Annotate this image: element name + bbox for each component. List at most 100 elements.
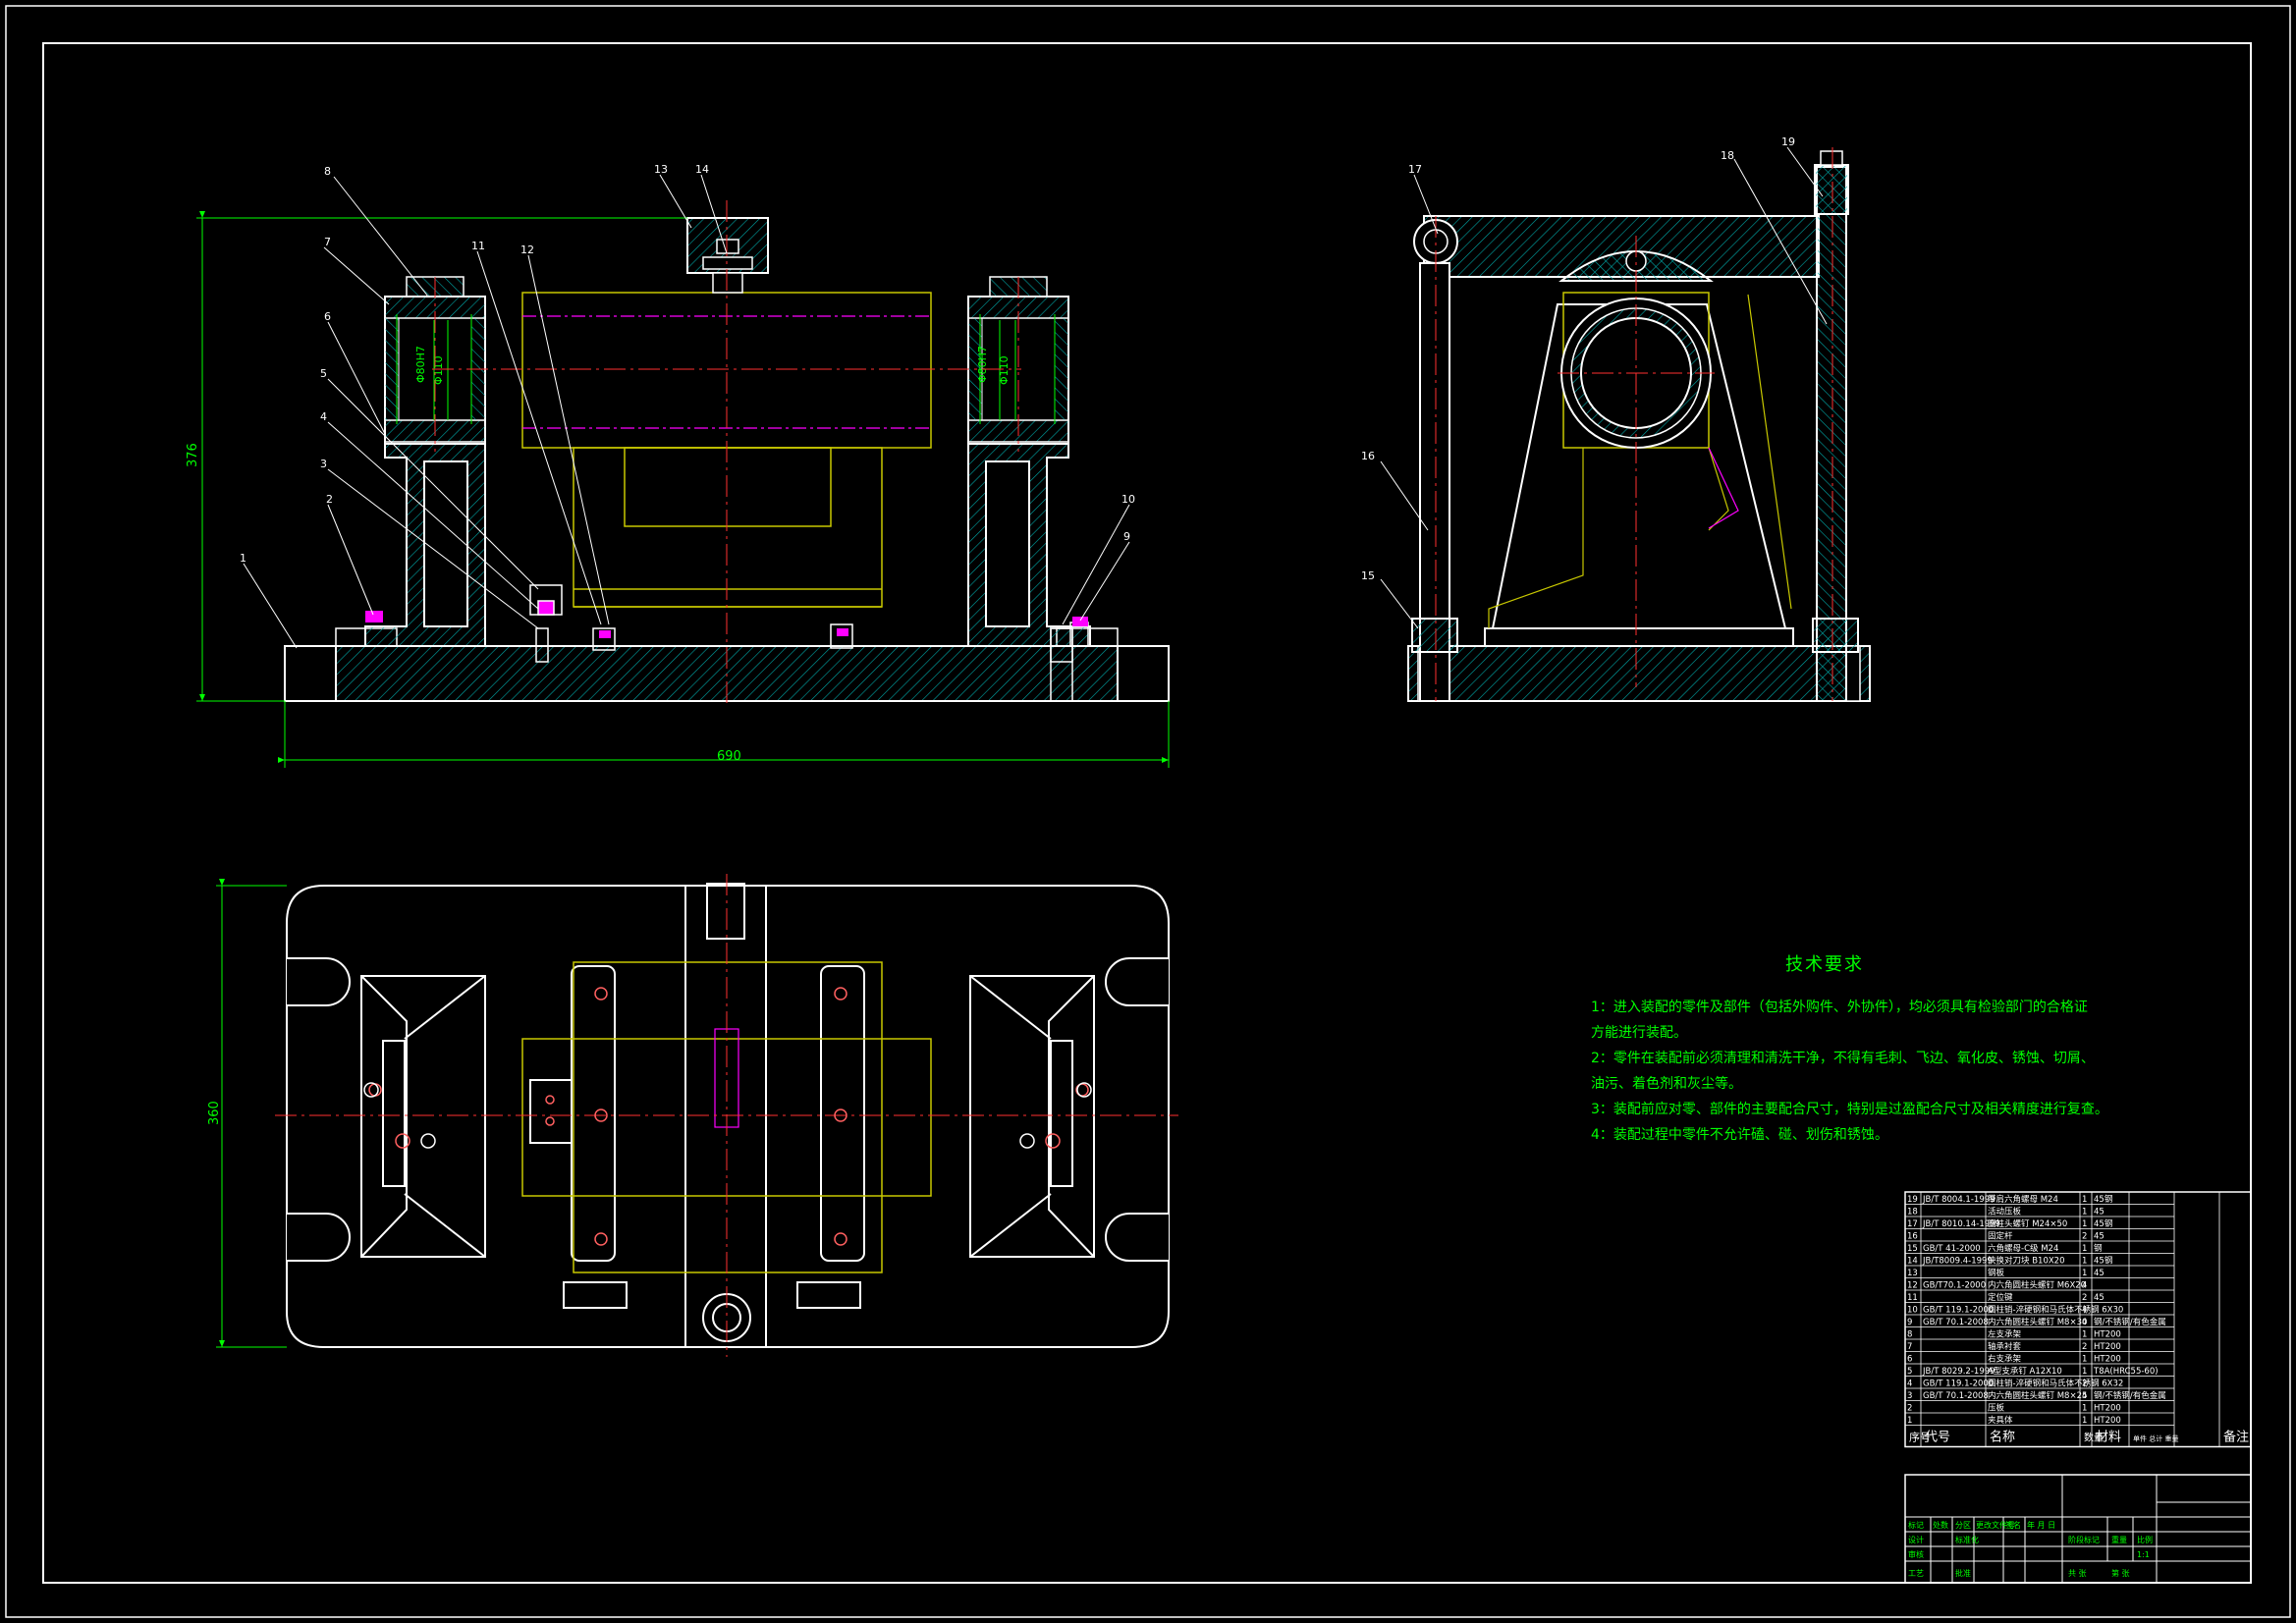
tech-line-1: 1：进入装配的零件及部件（包括外购件、外协件），均必须具有检验部门的合格证 <box>1591 1000 2088 1015</box>
tb-standard: 标准化 <box>1955 1535 1979 1544</box>
bom-cell-qty: 2 <box>2082 1380 2087 1389</box>
tb-date: 年 月 日 <box>2027 1520 2055 1530</box>
bom-cell-code: GB/T 119.1-2000 <box>1923 1306 1994 1316</box>
bom-cell-name: 快换对刀块 B10X20 <box>1988 1256 2065 1267</box>
bom-cell-no: 12 <box>1907 1281 1918 1291</box>
balloon-18: 18 <box>1721 149 1734 162</box>
bom-cell-qty: 1 <box>2082 1195 2087 1205</box>
bom-cell-material: 45钢 <box>2094 1194 2112 1205</box>
bom-cell-name: 六角螺母-C级 M24 <box>1988 1243 2058 1254</box>
bom-header-remark: 备注 <box>2223 1430 2249 1445</box>
tb-process: 工艺 <box>1908 1569 1924 1578</box>
tb-sheets: 共 张 <box>2068 1569 2087 1578</box>
bom-cell-qty: 4 <box>2082 1306 2087 1316</box>
bom-cell-name: 圆柱销-淬硬钢和马氏体不锈钢 6X30 <box>1988 1305 2123 1316</box>
tech-line-3: 2：零件在装配前必须清理和清洗干净，不得有毛刺、飞边、氧化皮、锈蚀、切屑、 <box>1591 1050 2095 1066</box>
tech-line-5: 3：装配前应对零、部件的主要配合尺寸，特别是过盈配合尺寸及相关精度进行复查。 <box>1591 1101 2108 1117</box>
bom-cell-no: 5 <box>1907 1367 1912 1377</box>
bom-cell-no: 1 <box>1907 1416 1912 1426</box>
bom-header-qty: 数量 <box>2084 1432 2104 1444</box>
bom-cell-qty: 1 <box>2082 1404 2087 1414</box>
balloon-16: 16 <box>1361 450 1375 462</box>
bom-cell-no: 16 <box>1907 1232 1918 1242</box>
bom-cell-code: JB/T8009.4-1999 <box>1922 1257 1993 1267</box>
bom-cell-material: HT200 <box>2094 1330 2121 1340</box>
balloon-4: 4 <box>320 410 327 423</box>
bom-cell-name: 钢板 <box>1988 1268 2005 1278</box>
balloon-14: 14 <box>695 163 709 176</box>
bom-cell-no: 13 <box>1907 1269 1918 1278</box>
bom-cell-qty: 1 <box>2082 1219 2087 1229</box>
bom-cell-code: JB/T 8010.14-1999 <box>1922 1219 2000 1229</box>
bom-cell-material: T8A(HRC55-60) <box>2093 1367 2159 1377</box>
bom-cell-name: 左支承架 <box>1988 1329 2022 1340</box>
bom-cell-material: 45 <box>2094 1293 2105 1303</box>
balloon-9: 9 <box>1123 530 1130 543</box>
bom-cell-name: 圆柱销-淬硬钢和马氏体不锈钢 6X32 <box>1988 1379 2123 1389</box>
tb-count: 处数 <box>1933 1520 1948 1530</box>
tb-approve: 批准 <box>1955 1568 1971 1578</box>
dim-height-360: 360 <box>207 1101 222 1125</box>
bom-cell-no: 19 <box>1907 1195 1918 1205</box>
bom-cell-qty: 4 <box>2082 1391 2087 1401</box>
tb-scale: 1:1 <box>2137 1550 2150 1559</box>
balloon-19: 19 <box>1781 135 1795 148</box>
bom-cell-qty: 1 <box>2082 1416 2087 1426</box>
bom-cell-code: JB/T 8029.2-1999 <box>1922 1367 1995 1377</box>
inner-frame <box>42 42 2252 1584</box>
balloon-5: 5 <box>320 367 327 380</box>
balloon-1: 1 <box>240 552 246 565</box>
bom-cell-no: 17 <box>1907 1219 1918 1229</box>
bom-cell-no: 9 <box>1907 1318 1912 1327</box>
bom-cell-name: 内六角圆柱头螺钉 M8×25 <box>1988 1390 2087 1401</box>
bom-cell-qty: 1 <box>2082 1208 2087 1217</box>
bom-header-no: 序号 <box>1909 1431 1931 1444</box>
bom-cell-code: JB/T 8004.1-1999 <box>1922 1195 1995 1205</box>
bom-header-code: 代号 <box>1925 1431 1950 1445</box>
tech-line-6: 4：装配过程中零件不允许磕、碰、划伤和锈蚀。 <box>1591 1127 1888 1143</box>
bom-cell-qty: 1 <box>2082 1269 2087 1278</box>
balloon-13: 13 <box>654 163 668 176</box>
balloon-12: 12 <box>520 243 534 256</box>
bom-cell-no: 10 <box>1907 1306 1918 1316</box>
tech-line-4: 油污、着色剂和灰尘等。 <box>1591 1075 1742 1092</box>
bom-header-weight: 单件 总计 重量 <box>2133 1434 2178 1443</box>
bom-cell-name: 夹具体 <box>1988 1415 2013 1426</box>
bom-cell-material: 钢 <box>2094 1243 2103 1254</box>
bom-cell-no: 6 <box>1907 1355 1912 1365</box>
bom-cell-material: HT200 <box>2094 1404 2121 1414</box>
bom-cell-material: 45钢 <box>2094 1256 2112 1267</box>
bom-cell-no: 15 <box>1907 1244 1918 1254</box>
dim-bore-right-1: Φ80H7 <box>976 346 989 383</box>
bom-cell-no: 11 <box>1907 1293 1918 1303</box>
bom-cell-no: 2 <box>1907 1404 1912 1414</box>
balloon-7: 7 <box>324 236 331 248</box>
tech-line-2: 方能进行装配。 <box>1591 1025 1687 1041</box>
tb-scale-label: 比例 <box>2137 1535 2153 1544</box>
bom-cell-name: A型支承钉 A12X10 <box>1988 1366 2062 1377</box>
bom-cell-no: 3 <box>1907 1391 1912 1401</box>
outer-frame <box>5 5 2291 1618</box>
bom-cell-code: GB/T 70.1-2008 <box>1923 1318 1989 1327</box>
bom-header-material: 材料 <box>2096 1431 2121 1445</box>
balloon-15: 15 <box>1361 569 1375 582</box>
tb-design: 设计 <box>1908 1535 1924 1544</box>
bom-cell-no: 14 <box>1907 1257 1918 1267</box>
bom-cell-name: 压板 <box>1988 1403 2005 1414</box>
side-view: 17 18 19 16 15 <box>1361 135 1871 702</box>
bom-cell-no: 8 <box>1907 1330 1912 1340</box>
balloon-3: 3 <box>320 458 327 470</box>
bom-cell-name: 带肩六角螺母 M24 <box>1988 1194 2058 1205</box>
bom-cell-qty: 1 <box>2082 1355 2087 1365</box>
bom-cell-material: HT200 <box>2094 1342 2121 1352</box>
bom-cell-material: 钢/不锈钢/有色金属 <box>2094 1390 2166 1401</box>
bom-cell-qty: 1 <box>2082 1330 2087 1340</box>
balloon-8: 8 <box>324 165 331 178</box>
tb-zone: 分区 <box>1955 1521 1971 1530</box>
bom-cell-name: 定位键 <box>1988 1292 2013 1303</box>
bom-cell-code: GB/T 41-2000 <box>1923 1244 1981 1254</box>
tb-weight: 重量 <box>2111 1535 2127 1544</box>
bom-cell-name: 内六角圆柱头螺钉 M8×30 <box>1988 1317 2087 1327</box>
